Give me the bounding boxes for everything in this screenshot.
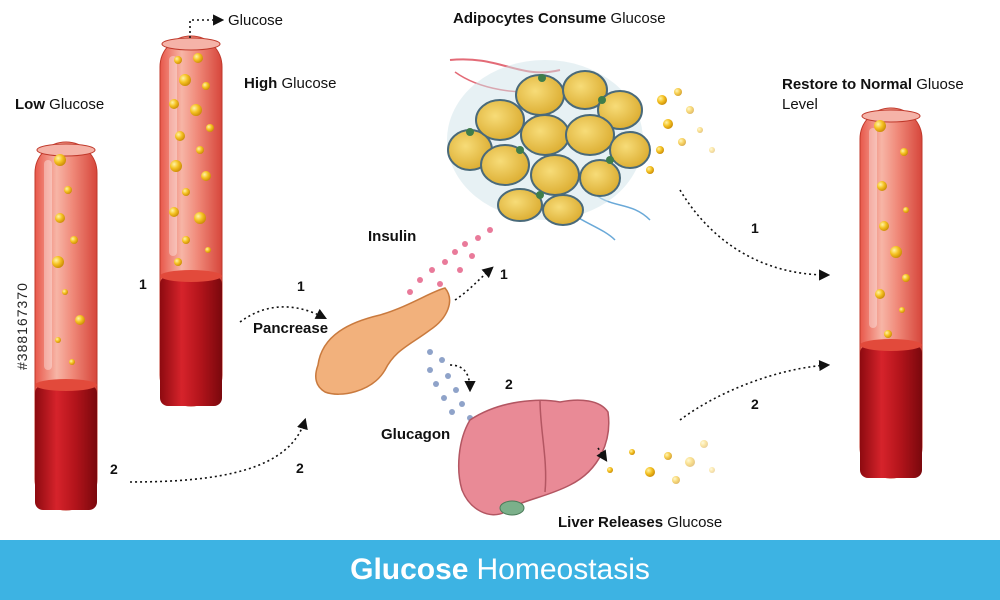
stock-id-watermark: #388167370	[14, 282, 30, 370]
step-number: 2	[505, 376, 513, 392]
adipocyte-cluster	[447, 58, 651, 241]
pathway-arrows	[129, 14, 831, 483]
title-banner: Glucose Homeostasis	[0, 540, 1000, 600]
diagram-svg	[34, 14, 923, 516]
title-rest: Homeostasis	[476, 553, 650, 586]
arrow-low-to-pancreas	[129, 417, 308, 483]
glucagon-label: Glucagon	[381, 426, 451, 443]
step-number: 1	[500, 266, 508, 282]
liver-organ	[457, 399, 610, 516]
arrow-glucagon-to-liver	[449, 364, 476, 393]
liver-label: Liver Releases Glucose	[558, 514, 723, 531]
step-number: 1	[751, 220, 759, 236]
glucose-particles-restored	[874, 120, 910, 338]
test-tube-high	[159, 35, 223, 407]
diagram-stage: Glucose Low Glucose High Glucose Adipocy…	[14, 10, 964, 531]
high-glucose-label: High Glucose	[244, 75, 337, 92]
pancreas-organ	[315, 287, 451, 395]
glucagon-particles	[427, 349, 473, 421]
restore-label: Restore to Normal Gluose Level	[782, 76, 964, 113]
title-bold: Glucose	[350, 553, 469, 586]
arrow-liver-to-restored	[679, 359, 831, 421]
step-number: 2	[751, 396, 759, 412]
arrow-adipocytes-to-restored	[679, 189, 831, 281]
glucose-stream-liver	[607, 440, 715, 484]
step-number: 1	[297, 278, 305, 294]
arrow-high-to-pancreas	[239, 306, 327, 323]
insulin-particles	[407, 227, 493, 301]
arrow-glucose-out	[189, 14, 225, 38]
step-number: 1	[139, 276, 147, 292]
step-number: 2	[296, 460, 304, 476]
adipocytes-label: Adipocytes Consume Glucose	[453, 10, 666, 27]
glucose-stream-adipocytes	[646, 88, 715, 174]
insulin-label: Insulin	[368, 228, 417, 245]
glucose-particles-high	[169, 53, 214, 266]
glucose-out-label: Glucose	[228, 12, 284, 29]
low-glucose-label: Low Glucose	[15, 96, 105, 113]
test-tube-low	[34, 141, 98, 511]
test-tube-restored	[859, 107, 923, 479]
glucose-particles-low	[52, 154, 85, 365]
pancreas-label: Pancrease	[253, 320, 329, 337]
step-number: 2	[110, 461, 118, 477]
